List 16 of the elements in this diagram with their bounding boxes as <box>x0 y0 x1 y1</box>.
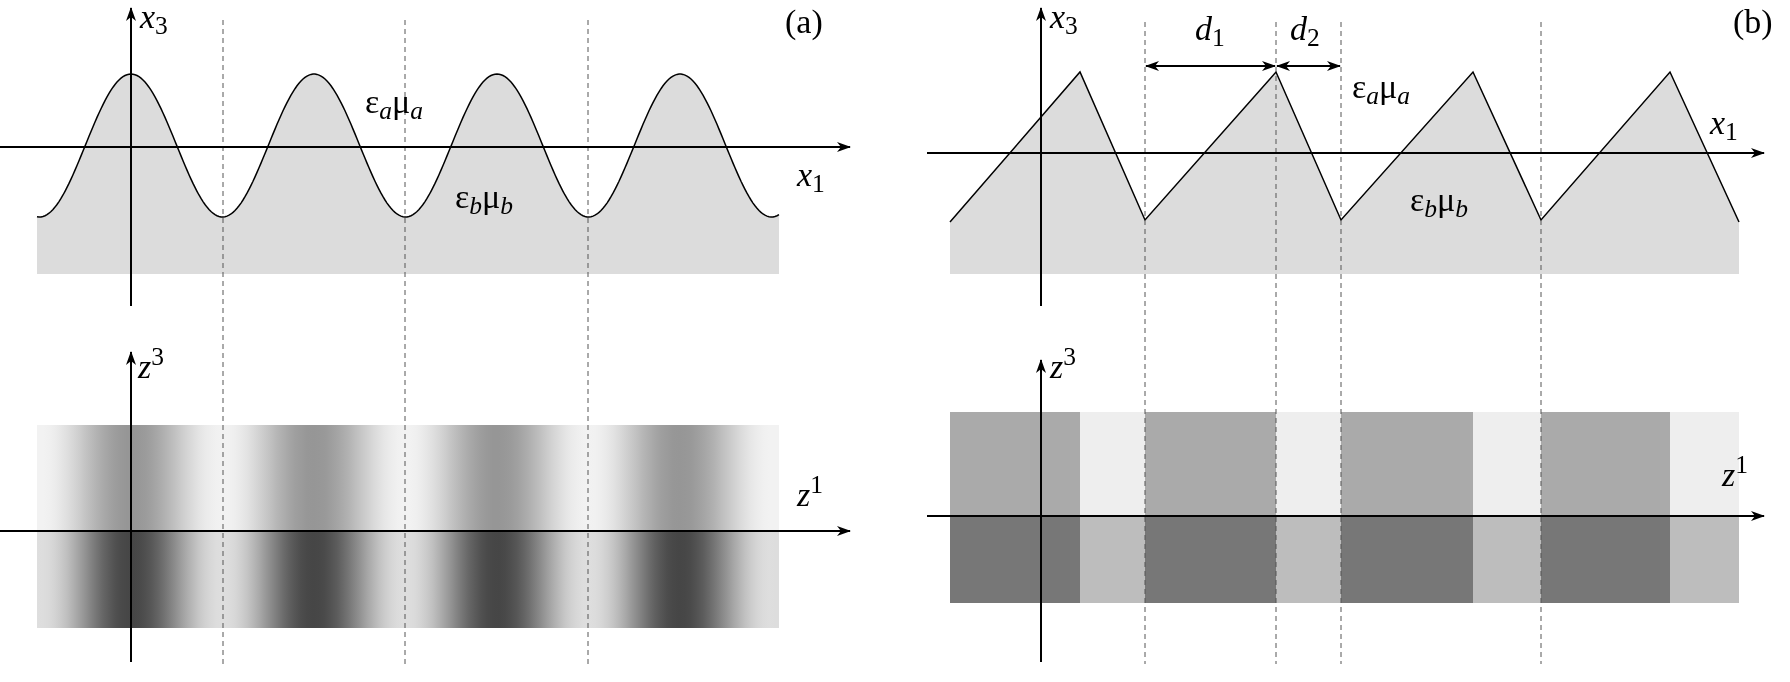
axis-label: d$_{2}$ <box>1290 12 1320 46</box>
material-label: ε$_{b}$μ$_{b}$ <box>455 180 513 214</box>
material-label: ε$_{a}$μ$_{a}$ <box>1352 70 1410 104</box>
axis-label: x$_{3}$ <box>140 0 168 34</box>
material-label: ε$_{b}$μ$_{b}$ <box>1410 183 1468 217</box>
axis-label: x$_{1}$ <box>797 158 825 192</box>
material-label: ε$_{a}$μ$_{a}$ <box>365 85 423 119</box>
axis-label: z$^{1}$ <box>1722 458 1748 492</box>
axis-label: z$^{1}$ <box>797 478 823 512</box>
panel-letter: (b) <box>1733 5 1773 39</box>
axis-label: x$_{1}$ <box>1710 106 1738 140</box>
axis-label: d$_{1}$ <box>1195 12 1225 46</box>
axis-label: x$_{3}$ <box>1050 0 1078 34</box>
axis-label: z$^{3}$ <box>1050 350 1076 384</box>
panel-letter: (a) <box>785 5 823 39</box>
axis-label: z$^{3}$ <box>138 350 164 384</box>
